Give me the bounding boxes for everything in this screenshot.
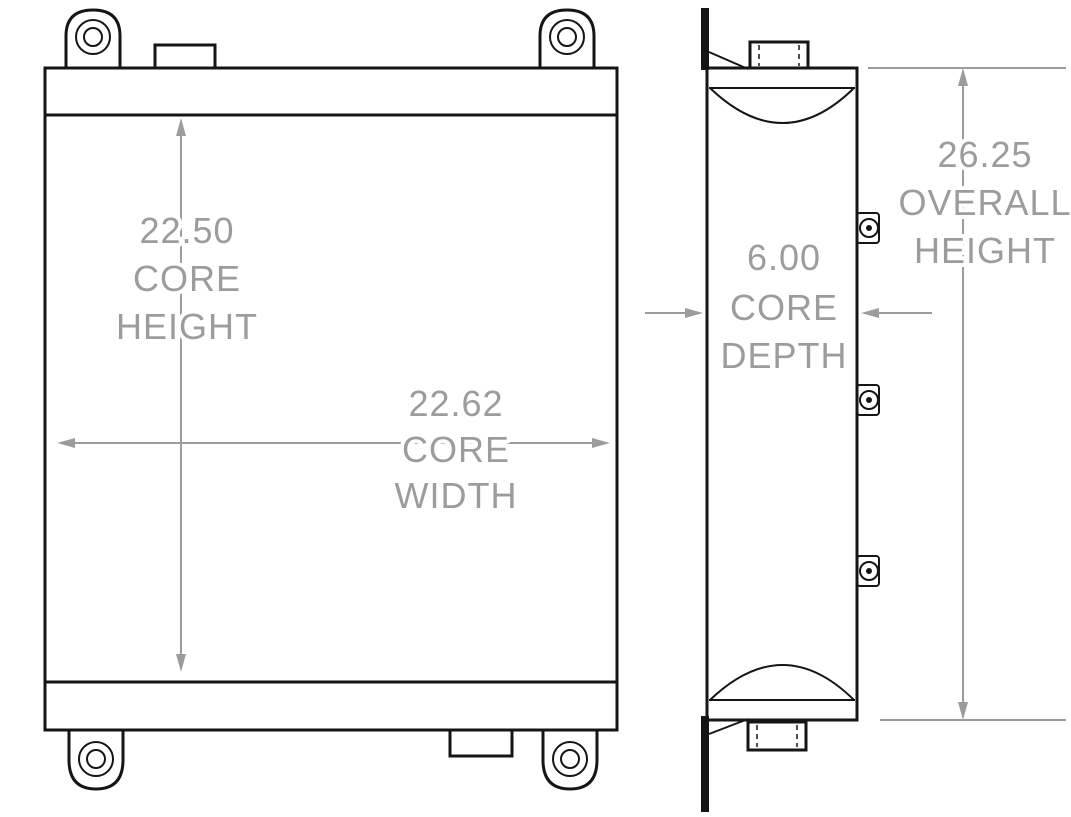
arrow-right-icon [685,308,703,318]
side-view [701,8,880,812]
overall-height-value: 26.25 [937,134,1032,175]
core-width-value: 22.62 [408,383,503,424]
front-bottom-tank [43,680,619,732]
arrow-up-icon [176,118,186,136]
side-top-filler-neck-icon [748,40,810,70]
front-lifting-ear-left-icon [64,8,122,68]
side-mounting-flange-bottom-icon [701,716,749,812]
front-top-tank [43,66,619,117]
arrow-right-icon [592,438,610,448]
core-height-label-2: HEIGHT [116,306,258,347]
front-bottom-tab [448,728,514,758]
arrow-left-icon [57,438,75,448]
core-height-label-1: CORE [133,258,241,299]
side-mounting-flange-top-icon [701,8,749,70]
dimension-core-width: 22.62 CORE WIDTH [57,379,610,520]
core-width-label-2: WIDTH [395,475,518,516]
core-height-value: 22.50 [139,210,234,251]
dimension-core-depth: 6.00 CORE DEPTH [645,233,932,380]
front-lifting-ear-right-icon [538,8,596,68]
front-view [43,8,619,791]
side-bottom-tank-dome-icon [709,664,855,701]
core-width-label-1: CORE [402,429,510,470]
side-top-tank-dome-icon [709,87,855,124]
side-port-fitting-3-icon [856,555,880,587]
arrow-down-icon [958,702,968,720]
front-top-tab [153,43,217,70]
front-mounting-foot-right-icon [541,730,599,791]
arrow-up-icon [958,68,968,86]
arrow-left-icon [861,308,879,318]
side-body [705,66,859,722]
dimension-overall-height: 26.25 OVERALL HEIGHT [868,67,1071,721]
core-depth-label-2: DEPTH [720,335,847,376]
arrow-down-icon [176,654,186,672]
side-port-fitting-2-icon [856,384,880,416]
core-depth-label-1: CORE [730,287,838,328]
core-depth-value: 6.00 [747,237,821,278]
front-core [43,113,619,684]
dimension-core-height: 22.50 CORE HEIGHT [112,118,261,672]
side-port-fitting-1-icon [856,212,880,244]
overall-height-label-1: OVERALL [898,182,1071,223]
side-bottom-drain-icon [746,720,808,752]
front-mounting-foot-left-icon [67,730,125,791]
overall-height-label-2: HEIGHT [914,230,1056,271]
